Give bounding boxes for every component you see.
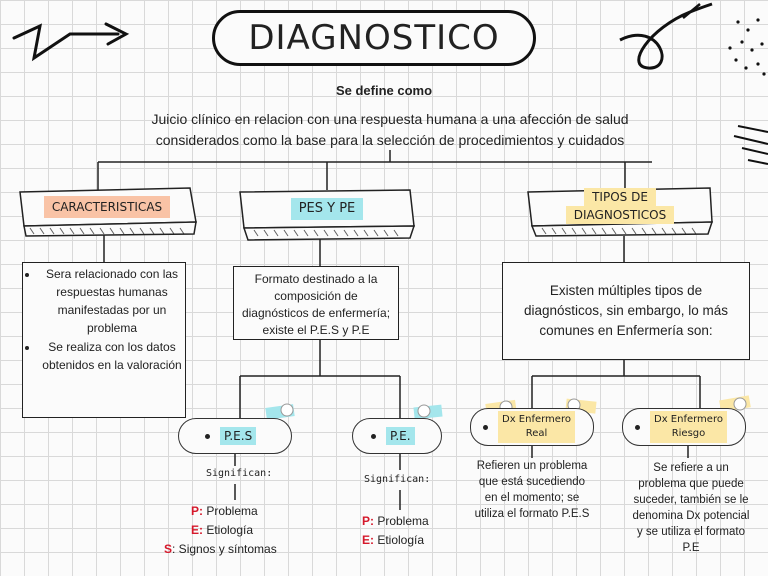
subtitle: Se define como xyxy=(335,83,433,98)
dx-real-pill: Dx Enfermero Real xyxy=(470,408,594,446)
caracteristicas-header-label: CARACTERISTICAS xyxy=(43,196,171,218)
pes-header-label: PES Y PE xyxy=(290,198,364,220)
code-letter: E: xyxy=(362,533,374,547)
pes-description: Formato destinado a la composición de di… xyxy=(241,272,391,337)
dx-real-label-line-2: Real xyxy=(525,428,548,439)
pes-pill: P.E.S xyxy=(178,418,292,454)
page-title: DIAGNOSTICO xyxy=(248,18,500,58)
bullet-icon xyxy=(483,424,488,430)
dx-riesgo-description: Se refiere a un problema que puede suced… xyxy=(632,462,750,554)
definition-line-1: Juicio clínico en relacion con una respu… xyxy=(151,111,629,127)
code-text: Etiología xyxy=(374,533,425,547)
tipos-header: TIPOS DE DIAGNOSTICOS xyxy=(530,186,710,226)
pes-code-p: P: Problema xyxy=(164,502,277,521)
pe-code-e: E: Etiología xyxy=(362,531,429,550)
caracteristicas-box: Sera relacionado con las respuestas huma… xyxy=(22,262,186,418)
code-text: : Signos y síntomas xyxy=(172,542,277,556)
tipos-description: Existen múltiples tipos de diagnósticos,… xyxy=(523,283,729,338)
pe-codes: P: Problema E: Etiología xyxy=(362,512,429,550)
pes-codes: P: Problema E: Etiología S: Signos y sín… xyxy=(164,502,277,559)
caracteristicas-header: CARACTERISTICAS xyxy=(22,192,192,222)
pe-code-p: P: Problema xyxy=(362,512,429,531)
pe-pill: P.E. xyxy=(352,418,442,454)
definition-text: Juicio clínico en relacion con una respu… xyxy=(120,109,660,151)
code-letter: S xyxy=(164,542,173,556)
dx-real-description: Refieren un problema que está sucediendo… xyxy=(474,460,590,520)
code-text: Etiología xyxy=(203,523,254,537)
definition-line-2: considerados como la base para la selecc… xyxy=(155,132,625,148)
list-item: Sera relacionado con las respuestas huma… xyxy=(39,265,185,337)
code-letter: P: xyxy=(362,514,374,528)
dx-riesgo-label: Dx Enfermero Riesgo xyxy=(650,411,727,443)
scribble-arrow-decoration xyxy=(12,23,120,62)
tipos-header-line-2: DIAGNOSTICOS xyxy=(565,206,675,224)
arrow-head-decoration xyxy=(104,22,130,46)
caracteristicas-list: Sera relacionado con las respuestas huma… xyxy=(23,265,185,374)
code-letter: P: xyxy=(191,504,203,518)
dx-real-label: Dx Enfermero Real xyxy=(498,411,575,443)
pes-significan-label: Significan: xyxy=(206,468,273,479)
pe-pill-label: P.E. xyxy=(386,427,415,445)
dots-decoration xyxy=(728,18,766,76)
hatch-decoration xyxy=(733,125,768,165)
pes-code-e: E: Etiología xyxy=(164,521,277,540)
pes-pill-label: P.E.S xyxy=(220,427,257,445)
small-stroke-decoration xyxy=(682,3,701,19)
tipos-header-line-1: TIPOS DE xyxy=(584,188,656,206)
tipos-description-box: Existen múltiples tipos de diagnósticos,… xyxy=(502,262,750,360)
dx-riesgo-pill: Dx Enfermero Riesgo xyxy=(622,408,746,446)
dx-riesgo-label-line-1: Dx Enfermero xyxy=(654,414,723,425)
bullet-icon xyxy=(205,433,210,439)
pes-code-s: S: Signos y síntomas xyxy=(164,540,277,559)
bullet-icon xyxy=(635,424,640,430)
pes-header: PES Y PE xyxy=(242,194,412,224)
code-text: Problema xyxy=(203,504,258,518)
title-pill: DIAGNOSTICO xyxy=(212,10,536,66)
code-letter: E: xyxy=(191,523,203,537)
dx-real-label-line-1: Dx Enfermero xyxy=(502,414,571,425)
list-item: Se realiza con los datos obtenidos en la… xyxy=(39,338,185,374)
pe-significan-label: Significan: xyxy=(364,474,431,485)
squiggle-decoration xyxy=(619,2,713,70)
code-text: Problema xyxy=(374,514,429,528)
pes-description-box: Formato destinado a la composición de di… xyxy=(233,266,399,340)
bullet-icon xyxy=(371,433,376,439)
dx-riesgo-label-line-2: Riesgo xyxy=(671,428,706,439)
